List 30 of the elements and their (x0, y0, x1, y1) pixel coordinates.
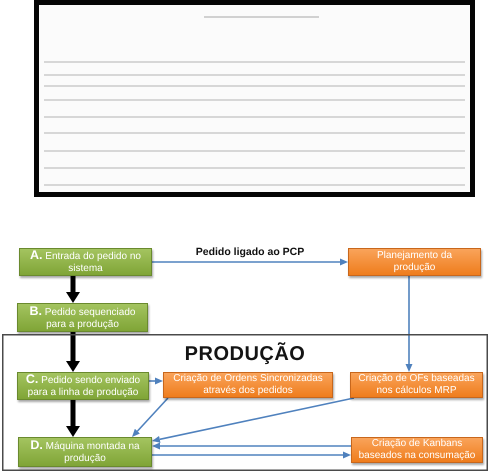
document-scan-placeholder (34, 0, 475, 197)
box-label: Criação de OFs baseadas nos cálculos MRP (357, 373, 476, 397)
box-label: C. Pedido sendo enviado para a linha de produção (24, 373, 142, 399)
arrow (132, 397, 169, 437)
process-box (19, 248, 152, 276)
arrow (152, 258, 348, 266)
production-frame (2, 334, 488, 471)
frame-title: PRODUÇÃO (184, 343, 306, 366)
box-label: B. Pedido sequenciado para a produção (28, 304, 136, 330)
box-label: Criação de Kanbans baseados na consumação (358, 438, 476, 462)
arrow (152, 452, 351, 458)
process-box (18, 437, 152, 467)
process-box (350, 372, 483, 398)
edge-label: Pedido ligado ao PCP (194, 246, 306, 258)
arrow (406, 276, 412, 372)
process-box (17, 372, 149, 400)
process-box (163, 372, 333, 398)
box-label: Criação de Ordens Sincronizadas através dos pedidos (172, 373, 324, 397)
arrow (152, 397, 354, 443)
box-label: A. Entrada do pedido no sistema (29, 249, 142, 275)
process-box (348, 248, 481, 276)
box-label: Planejamento da produção (376, 250, 454, 274)
process-box (17, 303, 148, 332)
arrow (149, 378, 163, 384)
process-box (351, 437, 483, 463)
arrow (66, 400, 80, 437)
arrow (152, 442, 351, 450)
box-label: D. Máquina montada na produção (29, 439, 141, 465)
arrow (66, 276, 80, 303)
arrow (66, 332, 80, 372)
